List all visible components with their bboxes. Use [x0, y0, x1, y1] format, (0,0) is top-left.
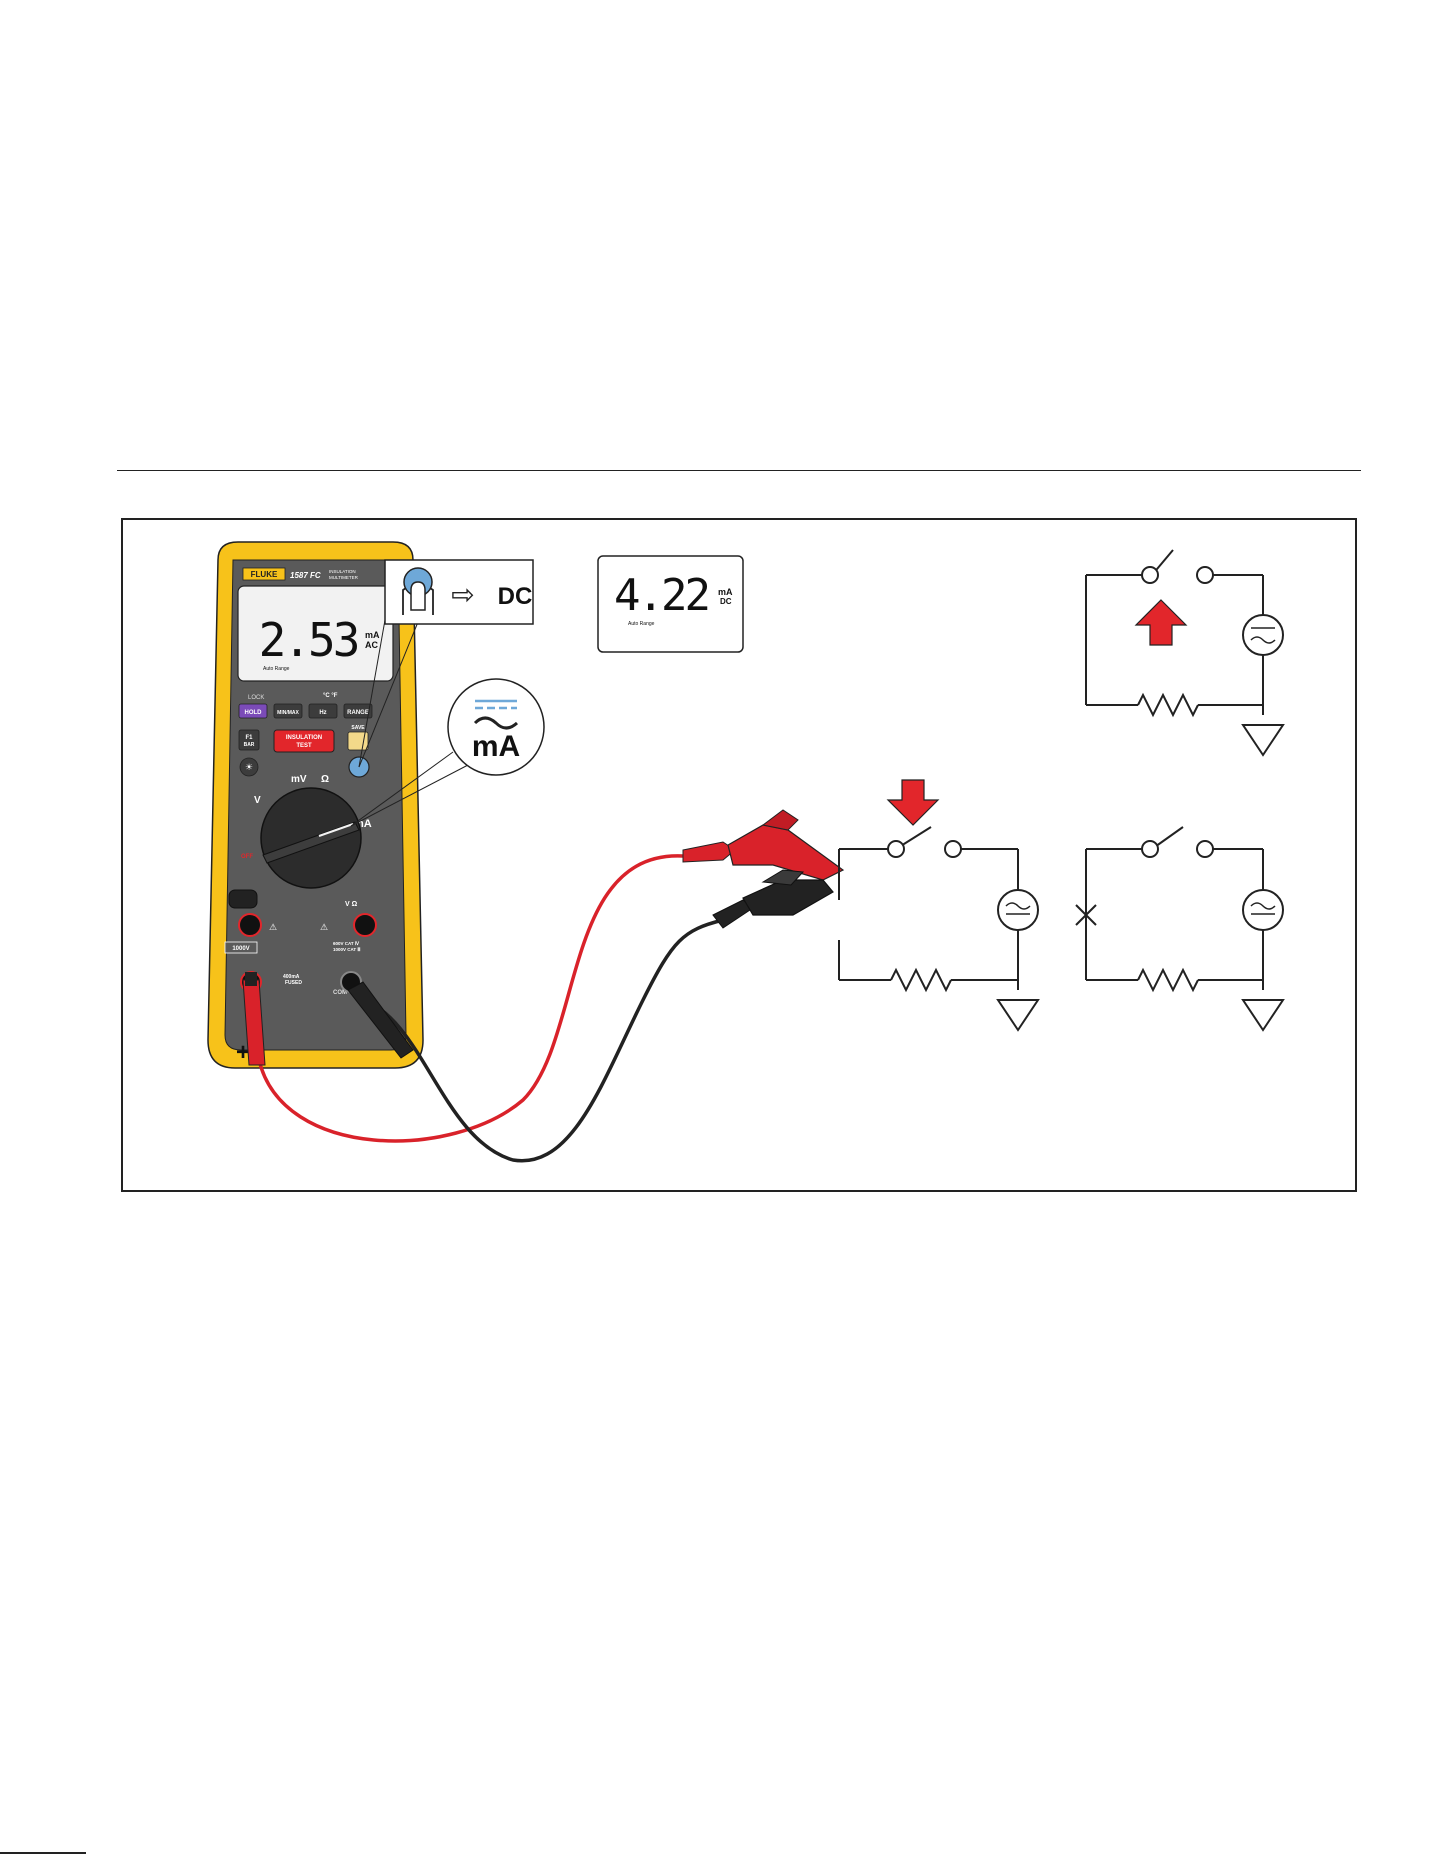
minmax-button-label: MIN/MAX [277, 710, 299, 716]
source-mid [998, 890, 1038, 930]
range-button-label: RANGE [347, 710, 369, 716]
switch-contact-1-mid [888, 841, 904, 857]
insulation-test-label-2: TEST [296, 743, 312, 749]
arrow-down-icon [888, 780, 938, 825]
dial-label-off: OFF [241, 854, 253, 860]
jack-left-top [239, 914, 261, 936]
model-text: 1587 FC [290, 571, 321, 580]
temp-label: °C °F [323, 693, 338, 699]
callout-finger-tip [411, 582, 425, 610]
f1-button-label: F1 [245, 735, 253, 741]
jack-right-top [354, 914, 376, 936]
dial-label-v: V [254, 795, 261, 806]
rating-badge-text: 1000V [232, 946, 249, 952]
red-alligator-clip [683, 810, 843, 880]
f1-button-sub: BAR [244, 742, 255, 748]
insulation-test-label-1: INSULATION [286, 735, 322, 741]
figure-frame: FLUKE 1587 FC INSULATION MULTIMETER 2.53… [121, 518, 1357, 1192]
meter-display-range: Auto Range [263, 666, 290, 672]
vohm-label: V Ω [345, 901, 358, 908]
cat-rating-line2: 1000V CAT Ⅲ [333, 946, 361, 952]
header-rule [117, 470, 1361, 471]
black-alligator-clip [713, 870, 833, 928]
callout-display-mode: DC [720, 597, 732, 606]
switch-contact-2-mid [945, 841, 961, 857]
backlight-icon: ☀ [245, 762, 253, 772]
lock-label: LOCK [248, 695, 264, 701]
arrow-up-icon [1136, 600, 1186, 645]
figure-illustration: FLUKE 1587 FC INSULATION MULTIMETER 2.53… [123, 520, 1359, 1194]
footer-rule [0, 1852, 86, 1854]
save-label: SAVE [351, 725, 365, 731]
fuse-label-2: FUSED [285, 980, 302, 986]
callout-arrow-icon: ⇨ [451, 578, 474, 611]
dial-label-mv: mV [291, 774, 307, 785]
callout-display-unit: mA [718, 587, 733, 597]
model-subtitle-1: INSULATION [329, 569, 356, 574]
meter-display-mode: AC [365, 640, 378, 650]
source-bot [1243, 890, 1283, 930]
source-top [1243, 615, 1283, 655]
jack-left-top-housing [229, 890, 257, 908]
switch-contact-1-top [1142, 567, 1158, 583]
circuit-bottom-right [1076, 827, 1283, 1030]
switch-contact-2-top [1197, 567, 1213, 583]
warning-icon-right: ⚠ [320, 922, 328, 932]
hold-button-label: HOLD [245, 710, 263, 716]
callout-dc-label: DC [498, 583, 533, 610]
brand-text: FLUKE [251, 570, 278, 579]
dial-label-ohm: Ω [321, 774, 329, 785]
hz-button-label: Hz [319, 710, 326, 716]
meter-display-unit: mA [365, 630, 380, 640]
switch-contact-1-bot [1142, 841, 1158, 857]
meter-display-value: 2.53 [259, 613, 358, 667]
switch-contact-2-bot [1197, 841, 1213, 857]
cat-rating-line1: 600V CAT Ⅳ [333, 940, 360, 946]
model-subtitle-2: MULTIMETER [329, 575, 359, 580]
callout-display-range: Auto Range [628, 621, 655, 627]
red-probe-tip [245, 972, 257, 986]
callout-dial-label: mA [472, 730, 520, 763]
callout-display-value: 4.22 [614, 570, 708, 621]
warning-icon-left: ⚠ [269, 922, 277, 932]
